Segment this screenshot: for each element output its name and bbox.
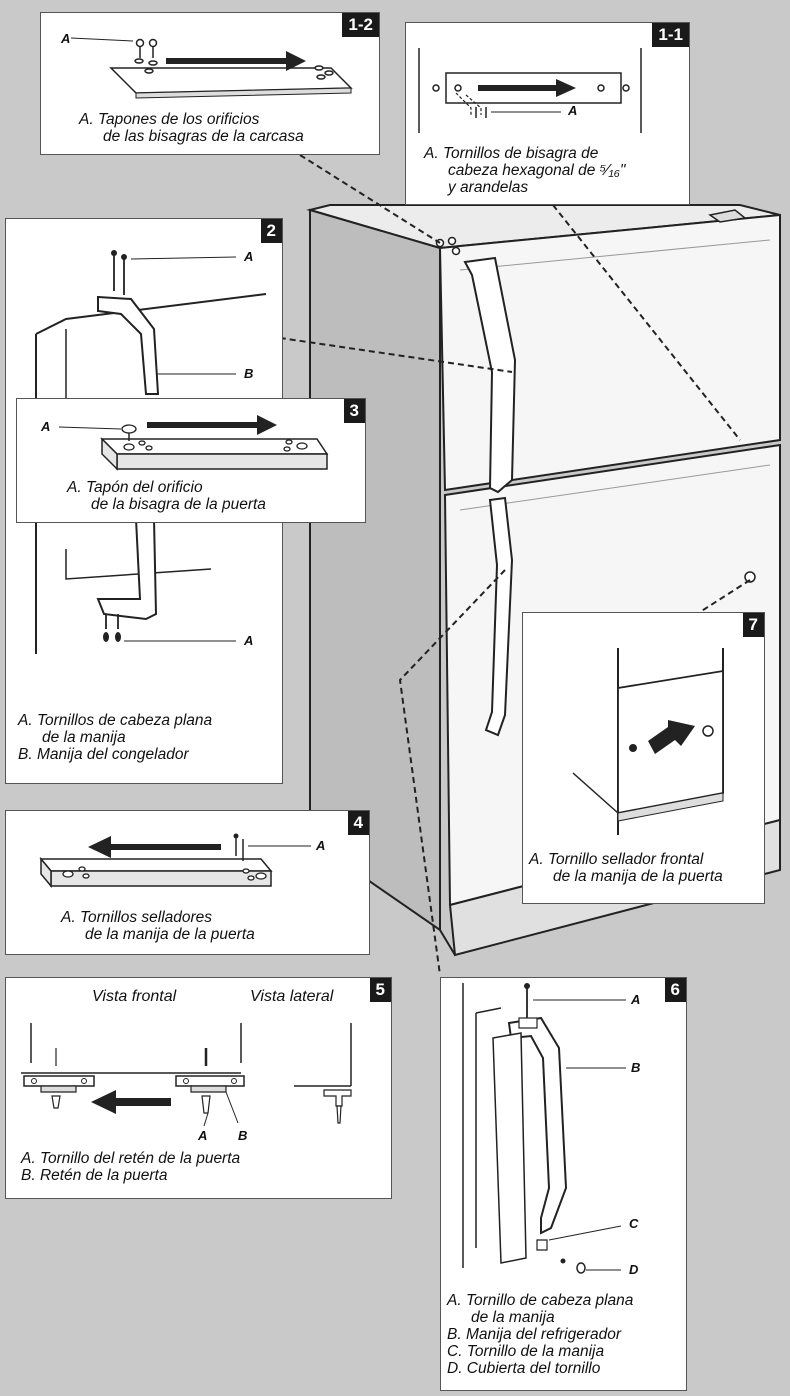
- panel-badge: 3: [343, 399, 365, 423]
- panel-badge: 5: [369, 978, 391, 1002]
- panel-1-2: 1-2 A A. Tapones de los orificios de las…: [40, 12, 380, 155]
- caption-line-2: de la bisagra de la puerta: [91, 496, 266, 513]
- panel-6: 6 A B C D A. Tornillo de cabeza plana de…: [440, 977, 687, 1391]
- label-a: A: [568, 103, 578, 118]
- panel-3: 3 A A. Tapón del orificio de la bisagra …: [16, 398, 366, 523]
- label-a: A: [198, 1128, 208, 1143]
- label-a: A: [61, 31, 71, 46]
- label-b: B: [244, 366, 254, 381]
- caption-line-1: A. Tornillos de bisagra de: [424, 145, 599, 162]
- cabinet-hinge-bolts-illustration: [418, 48, 642, 133]
- caption-line-2: de la manija de la puerta: [85, 926, 255, 943]
- label-a-bottom: A: [244, 633, 254, 648]
- panel-caption: A. Tornillos de bisagra de cabeza hexago…: [424, 145, 625, 196]
- caption-line-3: y arandelas: [448, 179, 529, 196]
- door-hinge-plug-illustration: [58, 415, 329, 471]
- label-a: A: [41, 419, 51, 434]
- panel-caption: A. Tapones de los orificios de las bisag…: [79, 111, 304, 145]
- leader-lines: [259, 154, 751, 976]
- refrigerator-handle-illustration: [462, 983, 626, 1274]
- label-a-top: A: [244, 249, 254, 264]
- front-seal-screw-illustration: [572, 648, 724, 835]
- caption-line-1: A. Tapón del orificio: [67, 479, 203, 496]
- caption-line-2: de la manija de la puerta: [553, 868, 723, 885]
- label-a: A: [631, 992, 641, 1007]
- caption-line-4: C. Tornillo de la manija: [447, 1343, 605, 1360]
- caption-line-1: A. Tornillos selladores: [61, 909, 213, 926]
- caption-line-1: A. Tapones de los orificios: [79, 111, 260, 128]
- label-c: C: [629, 1216, 639, 1231]
- fridge-door-handle: [484, 496, 514, 737]
- caption-line-3: B. Manija del congelador: [18, 746, 189, 763]
- panel-badge: 1-1: [652, 23, 689, 47]
- caption-line-2: B. Retén de la puerta: [21, 1167, 168, 1184]
- panel-caption: A. Tornillo de cabeza plana de la manija…: [447, 1292, 633, 1377]
- panel-badge: 7: [742, 613, 764, 637]
- fridge-freezer-handle: [463, 256, 517, 494]
- panel-badge: 6: [664, 978, 686, 1002]
- door-stop-illustration: [21, 1023, 352, 1127]
- panel-badge: 1-2: [342, 13, 379, 37]
- front-view-label: Vista frontal: [92, 988, 177, 1005]
- panel-5: 5 Vista frontal: [5, 977, 392, 1199]
- panel-caption: A. Tornillos de cabeza plana de la manij…: [18, 712, 212, 763]
- panel-caption: A. Tapón del orificio de la bisagra de l…: [67, 479, 266, 513]
- panel-badge: 4: [347, 811, 369, 835]
- caption-line-5: D. Cubierta del tornillo: [447, 1360, 601, 1377]
- label-b: B: [238, 1128, 248, 1143]
- panel-7: 7 A. Tornillo sellador frontal de la man…: [522, 612, 765, 904]
- label-b: B: [631, 1060, 641, 1075]
- caption-line-2: de las bisagras de la carcasa: [103, 128, 304, 145]
- caption-line-1: A. Tornillos de cabeza plana: [18, 712, 213, 729]
- label-d: D: [629, 1262, 639, 1277]
- panel-caption: A. Tornillos selladores de la manija de …: [61, 909, 255, 943]
- panel-caption: A. Tornillo del retén de la puerta B. Re…: [21, 1150, 240, 1184]
- door-handle-seal-screws-illustration: [39, 833, 311, 889]
- panel-caption: A. Tornillo sellador frontal de la manij…: [529, 851, 723, 885]
- panel-4: 4 A A. Tornillos selladores de la manija…: [5, 810, 370, 955]
- caption-line-3: B. Manija del refrigerador: [447, 1326, 622, 1343]
- panel-1-1: 1-1 A A. Tornillos de bisagra de cabeza …: [405, 22, 690, 205]
- caption-line-2: de la manija: [42, 729, 126, 746]
- caption-line-1: A. Tornillo del retén de la puerta: [21, 1150, 241, 1167]
- caption-line-2: de la manija: [471, 1309, 555, 1326]
- panel-badge: 2: [260, 219, 282, 243]
- caption-line-2: cabeza hexagonal de ⁵⁄₁₆": [448, 162, 626, 179]
- caption-line-1: A. Tornillo sellador frontal: [529, 851, 704, 868]
- side-view-label: Vista lateral: [250, 988, 334, 1005]
- label-a: A: [316, 838, 326, 853]
- hinge-plug-illustration: [70, 37, 353, 99]
- caption-line-1: A. Tornillo de cabeza plana: [447, 1292, 634, 1309]
